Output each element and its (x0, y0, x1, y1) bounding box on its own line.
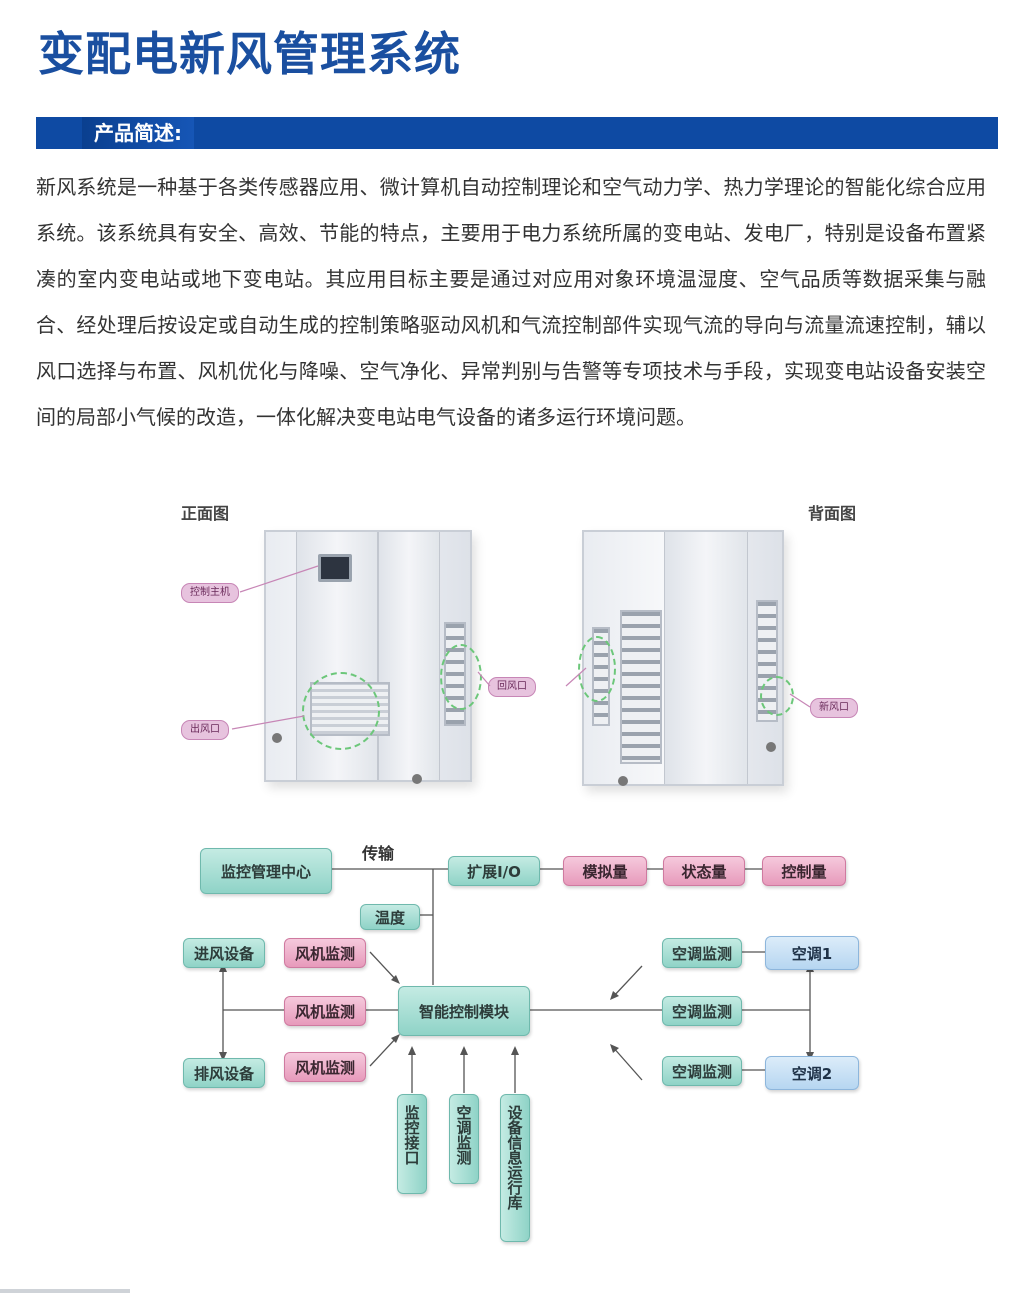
io-box-control: 控制量 (762, 856, 846, 886)
fan-monitor-box: 风机监测 (284, 1052, 366, 1082)
smart-control-module-box: 智能控制模块 (398, 986, 530, 1036)
intake-device-box: 进风设备 (183, 938, 265, 968)
outlet-highlight-circle (302, 672, 380, 750)
front-view-caption: 正面图 (181, 504, 230, 523)
footer-rule (0, 1289, 130, 1293)
ac-monitor-input-box: 空调监测 (449, 1094, 479, 1184)
device-info-db-box: 设备信息运行库 (500, 1094, 530, 1242)
ac-monitor-box: 空调监测 (662, 996, 742, 1026)
callout-outlet: 出风口 (181, 720, 229, 740)
exhaust-device-box: 排风设备 (183, 1058, 265, 1088)
back-view-caption: 背面图 (808, 504, 857, 523)
fan-monitor-box: 风机监测 (284, 996, 366, 1026)
monitor-interface-box: 监控接口 (397, 1094, 427, 1194)
ac-unit-1-box: 空调1 (765, 936, 859, 970)
ac-monitor-box: 空调监测 (662, 938, 742, 968)
cabinet-wheel (618, 776, 628, 786)
io-box-analog: 模拟量 (563, 856, 647, 886)
temperature-box: 温度 (360, 904, 420, 930)
ac-monitor-box: 空调监测 (662, 1056, 742, 1086)
monitor-center-box: 监控管理中心 (200, 848, 332, 894)
control-screen-icon (318, 554, 352, 582)
section-header-bar: 产品简述: (36, 117, 998, 149)
cabinet-wheel (272, 733, 282, 743)
cabinet-panel (664, 532, 748, 784)
return-vent-louver (620, 610, 662, 764)
ac-unit-2-box: 空调2 (765, 1056, 859, 1090)
io-box-expand: 扩展I/O (448, 856, 540, 886)
transmit-label: 传输 (362, 844, 395, 863)
side-highlight-circle (440, 644, 482, 710)
cabinet-panel (378, 532, 440, 780)
callout-return-vent: 回风口 (488, 677, 536, 697)
io-box-status: 状态量 (663, 856, 745, 886)
cabinet-wheel (766, 742, 776, 752)
callout-fresh-vent: 新风口 (810, 698, 858, 718)
fan-monitor-box: 风机监测 (284, 938, 366, 968)
section-label: 产品简述: (82, 117, 194, 149)
return-highlight-circle (578, 636, 616, 702)
product-description: 新风系统是一种基于各类传感器应用、微计算机自动控制理论和空气动力学、热力学理论的… (36, 175, 986, 429)
cabinet-wheel (412, 774, 422, 784)
callout-control-host: 控制主机 (181, 583, 239, 603)
page-title: 变配电新风管理系统 (38, 27, 461, 81)
